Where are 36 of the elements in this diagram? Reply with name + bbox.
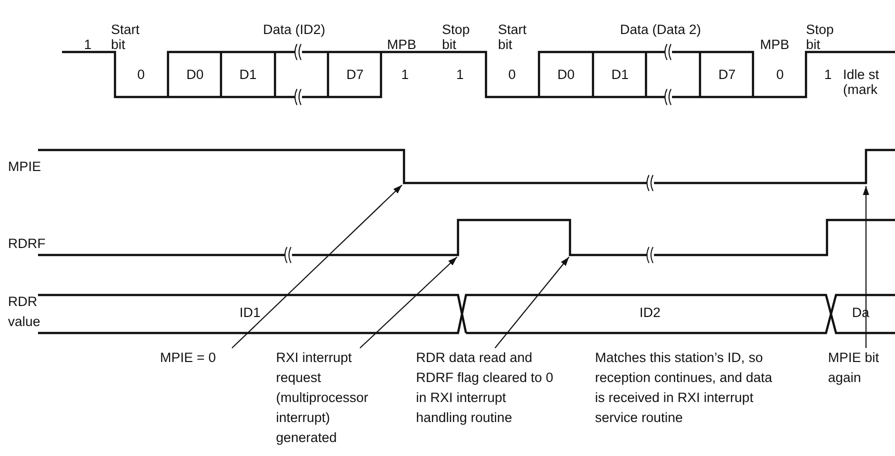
bit-label: Start bit: [498, 22, 528, 52]
bit-label: 1: [84, 37, 92, 52]
bit-value: 0: [136, 67, 146, 82]
annotation-text: MPIE = 0: [160, 348, 260, 368]
leader-line: [494, 256, 570, 348]
annotation-text: MPIE bit again: [828, 348, 895, 388]
bit-label: Stop bit: [442, 22, 471, 52]
leader-line: [862, 186, 870, 348]
bus-value: ID1: [238, 305, 262, 320]
bit-value: D0: [185, 67, 205, 82]
signal-name: RDRF: [8, 236, 46, 251]
bit-label: MPB: [387, 37, 416, 52]
bit-label: Start bit: [111, 22, 141, 52]
annotation-text: RXI interrupt request (multiprocessor interrupt) generated: [276, 348, 384, 448]
bit-value: 0: [507, 67, 517, 82]
signal-name: MPIE: [8, 159, 42, 174]
leader-line: [360, 256, 458, 348]
idle-state-label: Idle st (mark: [843, 67, 880, 97]
bit-value: 1: [400, 67, 410, 82]
bit-label: Stop bit: [806, 22, 835, 52]
leader-line: [232, 184, 402, 348]
bit-value: D0: [556, 67, 576, 82]
bit-value: D7: [717, 67, 737, 82]
note-text: Matches this station’s ID, so reception continues, and data is received in RXI interrupt service routine: [595, 349, 774, 427]
bit-value: D1: [238, 67, 258, 82]
bit-value: D7: [345, 67, 365, 82]
bit-value: 1: [455, 67, 465, 82]
bit-value: 0: [775, 67, 785, 82]
bit-label: Data (ID2): [263, 22, 326, 37]
bit-value: 1: [823, 67, 833, 82]
bit-label: Data (Data 2): [620, 22, 702, 37]
bit-value: D1: [610, 67, 630, 82]
signal-name: RDR value: [8, 293, 42, 331]
bus-value: ID2: [638, 305, 662, 320]
annotation-text: RDR data read and RDRF flag cleared to 0 in RXI interrupt handling routine: [416, 348, 556, 428]
bit-label: MPB: [760, 37, 790, 52]
